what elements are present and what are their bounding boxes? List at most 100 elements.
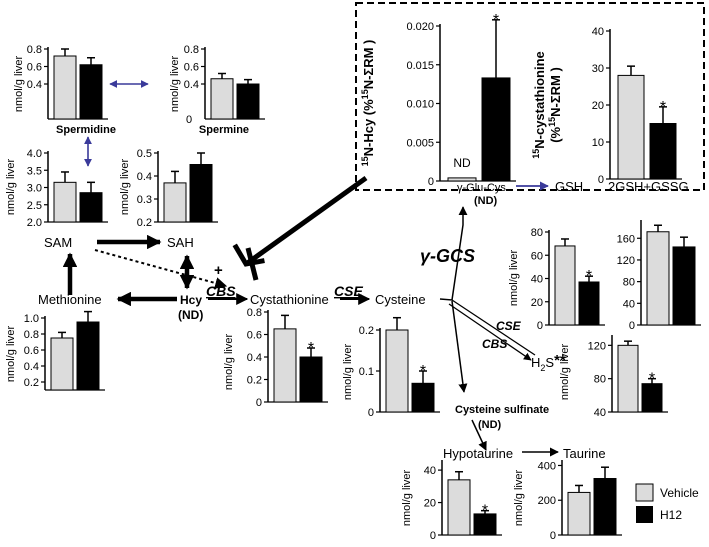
y-tick-label: 0 [537, 320, 543, 332]
chart-cystathionine: 00.20.40.60.8*nmol/g liver [223, 307, 328, 409]
y-tick-label: 40 [424, 465, 436, 477]
y-tick-label: 0 [428, 176, 434, 188]
y-tick-label: 120 [617, 255, 635, 267]
y-tick-label: 80 [531, 227, 543, 239]
bar-h12 [299, 356, 323, 403]
chart-cysteine: 00.10.2*nmol/g liver [342, 316, 440, 419]
y-tick-label: 120 [588, 340, 606, 352]
activation-plus: + [214, 262, 223, 279]
bar-vehicle [273, 328, 297, 403]
bar-vehicle [447, 479, 471, 536]
bar-vehicle [567, 491, 591, 536]
y-tick-label: 0.010 [406, 99, 434, 111]
y-tick-label: 0.3 [137, 194, 152, 206]
bar-h12 [649, 123, 677, 180]
cbs-h2s-enzyme-label: CBS [482, 337, 507, 351]
bar-vehicle [617, 344, 639, 413]
y-tick-label: 80 [623, 277, 635, 289]
y-tick-label: 2.5 [27, 200, 42, 212]
y-axis-label: nmol/g liver [508, 250, 520, 307]
y-tick-label: 0.8 [27, 44, 42, 56]
significance-star: * [420, 363, 426, 380]
y-axis-label: nmol/g liver [342, 344, 354, 401]
bar-vehicle [53, 181, 77, 223]
y-tick-label: 0.4 [247, 352, 262, 364]
y-tick-label: 0 [430, 530, 436, 542]
legend: Vehicle H12 [635, 483, 699, 523]
bar-h12 [79, 192, 103, 223]
hypotaurine-label: Hypotaurine [443, 446, 513, 461]
glu-cys-nd-label: (ND) [474, 195, 498, 207]
axis-zero-label: 0 [186, 114, 192, 126]
y-tick-label: 40 [531, 274, 543, 286]
y-tick-label: 200 [538, 495, 556, 507]
y-tick-label: 20 [424, 498, 436, 510]
y-axis-label: nmol/g liver [559, 344, 571, 401]
sah-label: SAH [167, 235, 194, 250]
y-tick-label: 0.8 [247, 307, 262, 319]
hcy-nd-label: (ND) [178, 308, 203, 322]
gamma-gcs-enzyme-label: γ-GCS [420, 246, 475, 266]
bar-vehicle [385, 329, 409, 413]
sam-label: SAM [44, 235, 72, 250]
cbs-enzyme-label: CBS [206, 283, 236, 299]
y-tick-label: 0 [550, 530, 556, 542]
taurine-label: Taurine [563, 446, 606, 461]
chart-title: Spermine [199, 124, 249, 136]
y-tick-label: 0 [629, 320, 635, 332]
bar-h12 [641, 383, 663, 413]
bar-vehicle [210, 78, 234, 120]
y-tick-label: 20 [592, 100, 604, 112]
y-tick-label: 0.5 [137, 148, 152, 160]
y-axis-label: 15N-Hcy (%15N-ΣRM ) [360, 40, 376, 167]
y-tick-label: 40 [623, 298, 635, 310]
y-tick-label: 160 [617, 233, 635, 245]
y-tick-label: 0.2 [137, 217, 152, 229]
y-axis-label: nmol/g liver [513, 470, 525, 527]
y-tick-label: 0.6 [184, 62, 199, 74]
sam-activates-cbs-arrow [94, 249, 228, 289]
isotope-to-cbs-arrow [244, 175, 368, 267]
y-tick-label: 0.2 [247, 375, 262, 387]
bar-h12 [79, 64, 103, 120]
cysteine-to-gluCys-arrow [439, 206, 468, 301]
y-tick-label: 0.4 [27, 79, 42, 91]
y-tick-label: 0.4 [184, 79, 199, 91]
bar-h12 [481, 77, 511, 182]
y-tick-label: 0.005 [406, 137, 434, 149]
y-axis-label: nmol/g liver [169, 56, 181, 113]
cystathionine-label: Cystathionine [250, 292, 329, 307]
h2s-label: H2S** [531, 352, 566, 373]
significance-star: * [586, 268, 592, 285]
bar-h12 [578, 281, 600, 326]
y-tick-label: 40 [594, 407, 606, 419]
y-tick-label: 0 [256, 397, 262, 409]
bar-h12 [411, 382, 435, 413]
y-tick-label: 0.8 [184, 44, 199, 56]
isotope-to-cbs-arrowhead [232, 243, 265, 267]
y-tick-label: 0.2 [359, 325, 374, 337]
legend-vehicle-label: Vehicle [660, 486, 699, 500]
y-tick-label: 2.0 [27, 217, 42, 229]
bar-h12 [189, 164, 213, 223]
chart-gsh_gssg: 0 40 80 120 160 [617, 220, 701, 332]
bar-h12 [236, 83, 260, 120]
y-axis-label: nmol/g liver [223, 334, 235, 391]
y-tick-label: 10 [592, 137, 604, 149]
y-tick-label: 0.4 [24, 361, 39, 373]
y-tick-label: 0.6 [247, 330, 262, 342]
y-tick-label: 30 [592, 63, 604, 75]
y-tick-label: 0.2 [24, 377, 39, 389]
